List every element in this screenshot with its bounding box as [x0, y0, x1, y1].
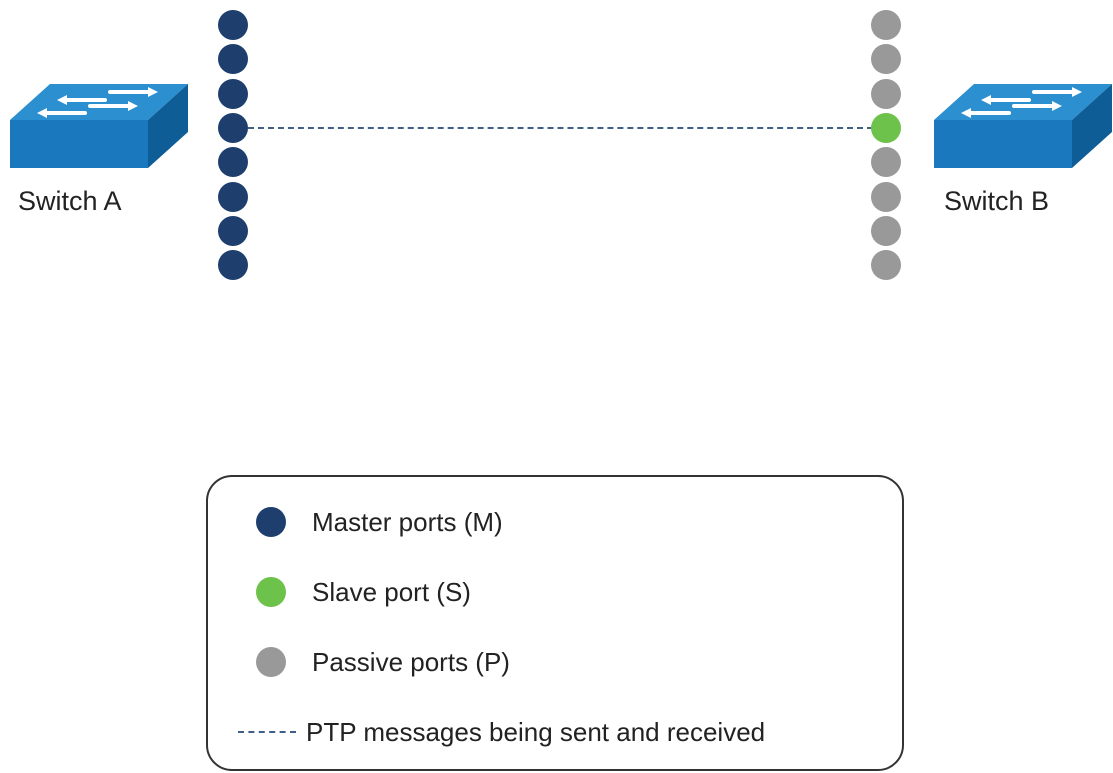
ptp-link-dash	[238, 731, 296, 733]
switch-b-port-8-passive	[871, 250, 901, 280]
switch-b-icon	[934, 84, 1112, 168]
switch-b-port-1-passive	[871, 10, 901, 40]
switch-a-port-4-master	[218, 113, 248, 143]
switch-a-port-5-master	[218, 147, 248, 177]
ptp-link-line	[248, 127, 873, 129]
switch-b-port-6-passive	[871, 182, 901, 212]
switch-a-label: Switch A	[18, 186, 122, 216]
switch-b-port-2-passive	[871, 44, 901, 74]
switch-b-port-3-passive	[871, 79, 901, 109]
switch-a-port-6-master	[218, 182, 248, 212]
switch-a-port-2-master	[218, 44, 248, 74]
switch-b-port-4-slave	[871, 113, 901, 143]
legend-label-ptp: PTP messages being sent and received	[306, 716, 766, 747]
switch-a-port-7-master	[218, 216, 248, 246]
legend-label-master: Master ports (M)	[312, 506, 503, 537]
switch-a-port-8-master	[218, 250, 248, 280]
switch-a-port-3-master	[218, 79, 248, 109]
legend: Master ports (M) Slave port (S) Passive …	[206, 475, 904, 771]
switch-a-port-1-master	[218, 10, 248, 40]
legend-label-slave: Slave port (S)	[312, 576, 471, 607]
master-port-dot	[256, 507, 286, 537]
switch-b-port-7-passive	[871, 216, 901, 246]
switch-b-port-5-passive	[871, 147, 901, 177]
slave-port-dot	[256, 577, 286, 607]
switch-b-label: Switch B	[944, 186, 1050, 216]
switch-a-icon	[10, 84, 188, 168]
legend-label-passive: Passive ports (P)	[312, 646, 510, 677]
passive-port-dot	[256, 647, 286, 677]
